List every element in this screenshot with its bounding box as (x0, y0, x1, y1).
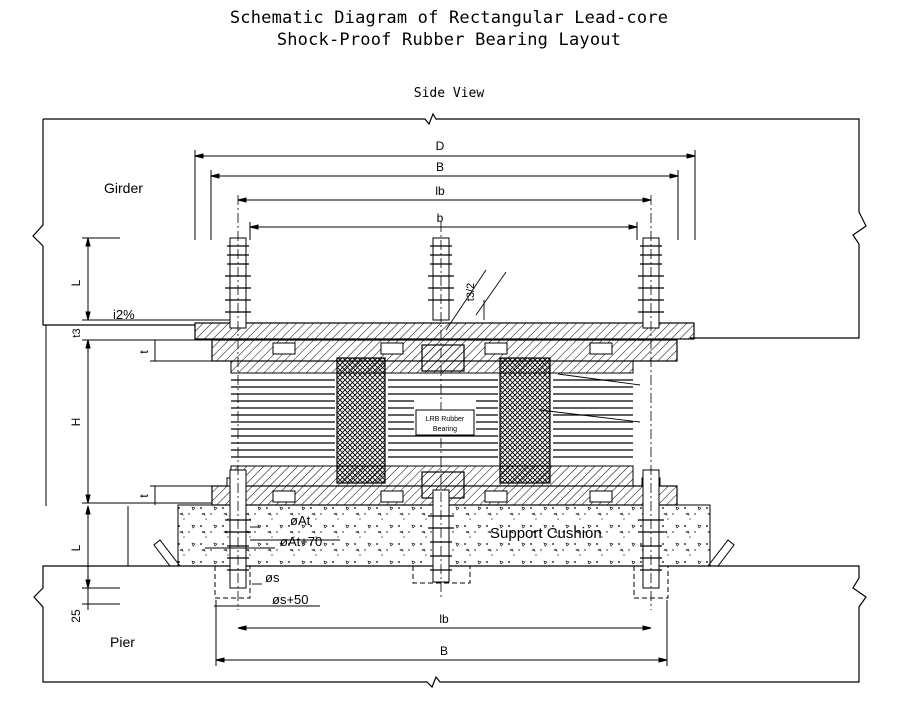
dim-t3: t3 (71, 328, 83, 337)
phi-s-50-label: øs+50 (272, 592, 309, 607)
girder-left-edge (32, 119, 195, 326)
phi-At-label: øAt (290, 513, 311, 528)
t3-half-label: t3/2 (465, 283, 477, 301)
top-dimension-lines (194, 150, 696, 240)
pier-outline (33, 565, 867, 689)
rubber-layers (231, 379, 633, 458)
dim-B-top: B (436, 160, 444, 174)
dim-25: 25 (69, 609, 83, 623)
top-shear-key (421, 344, 465, 372)
bearing-label-box (415, 409, 475, 436)
right-wedge (706, 539, 735, 567)
diagram-title-line-2: Shock-Proof Rubber Bearing Layout (276, 30, 622, 50)
left-dimension-lines (45, 237, 212, 610)
left-wedge (153, 539, 182, 567)
dim-L-top: L (69, 279, 83, 286)
dim-lb-top: lb (435, 184, 445, 198)
dim-H: H (69, 418, 83, 427)
support-cushion-label: Support Cushion (490, 525, 602, 542)
lead-core-right (499, 357, 551, 484)
bottom-dimension-lines (215, 600, 668, 666)
dim-b: b (437, 211, 444, 225)
diagram-title-line-1: Schematic Diagram of Rectangular Lead-co… (229, 8, 669, 28)
lead-core-left (336, 357, 386, 484)
phi-At-70-label: øAt+70 (280, 534, 322, 549)
dim-L-bottom: L (69, 544, 83, 551)
dim-t-bottom: t (137, 494, 151, 498)
slope-label: i2% (113, 307, 135, 322)
leader-lines (120, 269, 641, 607)
phi-s-label: øs (265, 570, 280, 585)
top-sole-plate (194, 322, 695, 340)
dim-D: D (436, 139, 445, 153)
dim-lb-bottom: lb (439, 612, 449, 626)
dim-t-top: t (137, 350, 151, 354)
girder-label: Girder (104, 180, 143, 196)
pier-label: Pier (110, 634, 135, 650)
dim-B-bottom: B (440, 644, 448, 658)
view-label: Side View (413, 86, 485, 101)
girder-outline (43, 112, 867, 339)
